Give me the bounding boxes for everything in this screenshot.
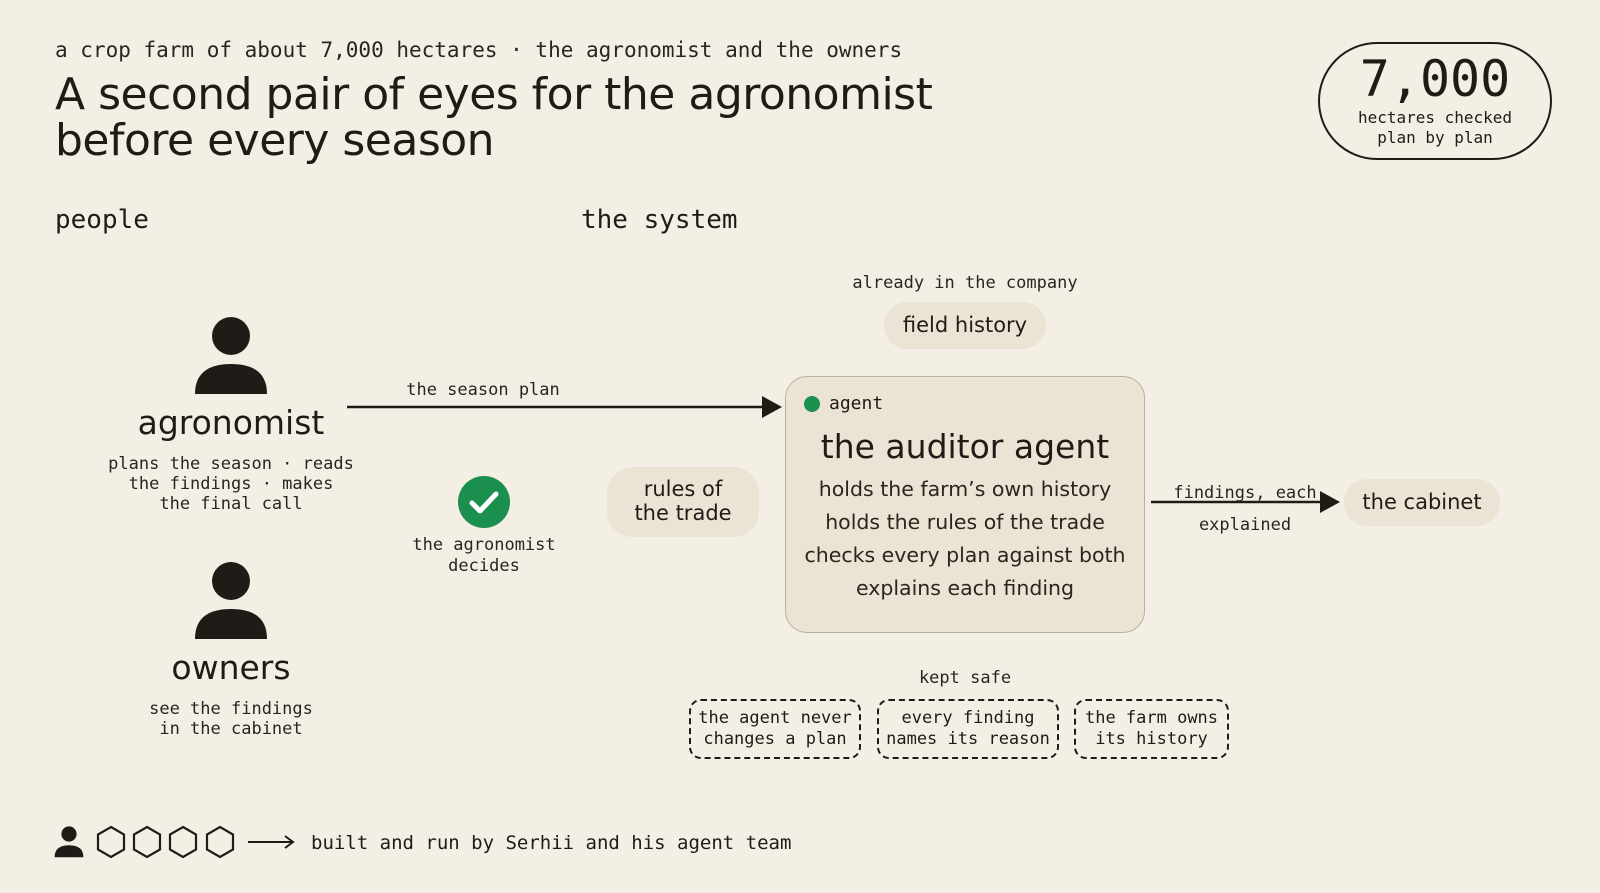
subtitle: a crop farm of about 7,000 hectares · th… [55, 38, 903, 62]
owners-desc-line: see the findings [149, 699, 313, 719]
safe-item: the farm owns its history [1074, 699, 1229, 759]
safe-item-line: the farm owns [1084, 708, 1219, 728]
agent-line: explains each finding [855, 576, 1075, 600]
badge-label: hectares checked plan by plan [1357, 108, 1513, 147]
safe-item-line: names its reason [886, 729, 1050, 749]
safe-item-line: every finding [901, 708, 1035, 728]
agent-line: checks every plan against both [804, 543, 1126, 567]
safe-item-line: changes a plan [703, 729, 847, 749]
hectares-badge: 7,000 hectares checked plan by plan [1318, 42, 1552, 160]
season-plan-arrowhead [762, 396, 782, 418]
findings-arrowhead [1320, 491, 1340, 513]
already-label: already in the company [852, 273, 1078, 293]
findings-line: findings, each [1173, 483, 1317, 503]
decision-line: decides [448, 556, 520, 576]
agronomist-description: plans the season · reads the findings · … [81, 454, 381, 514]
rules-node: rules of the trade [607, 467, 759, 537]
safe-item: every finding names its reason [877, 699, 1059, 759]
agent-line: holds the rules of the trade [825, 510, 1105, 534]
owners-label: owners [171, 648, 291, 687]
badge-number: 7,000 [1359, 50, 1511, 108]
agent-title: the auditor agent [820, 427, 1110, 466]
agent-tag-label: agent [829, 393, 884, 414]
owners-desc-line: in the cabinet [159, 719, 303, 739]
safe-item-line: the agent never [698, 708, 852, 728]
agent-description: holds the farm’s own history holds the r… [786, 473, 1144, 605]
agronomist-desc-line: the findings · makes [128, 474, 334, 494]
owners-description: see the findings in the cabinet [81, 699, 381, 739]
agent-line: holds the farm’s own history [818, 477, 1112, 501]
footer-person-icon [54, 826, 84, 858]
footer-text: built and run by Serhii and his agent te… [311, 832, 792, 854]
field-history-node: field history [884, 302, 1046, 349]
auditor-agent-node: agent the auditor agent holds the farm’s… [785, 376, 1145, 633]
decision-label: the agronomist decides [384, 535, 584, 577]
agent-tag: agent [804, 393, 883, 414]
title-line-2: before every season [55, 115, 495, 166]
findings-label: findings, each explained [1155, 477, 1335, 541]
title-line-1: A second pair of eyes for the agronomist [55, 69, 933, 120]
agronomist-desc-line: plans the season · reads [108, 454, 354, 474]
section-people: people [55, 205, 149, 235]
agronomist-label: agronomist [137, 403, 325, 442]
hexagon-icon [168, 825, 198, 859]
decision-line: the agronomist [412, 535, 556, 555]
hexagon-icon [205, 825, 235, 859]
rules-line: rules of [643, 477, 723, 501]
rules-line: the trade [634, 501, 732, 525]
arrow-right-icon [248, 835, 295, 849]
owners-person-icon [195, 562, 267, 639]
hexagon-icon [96, 825, 126, 859]
agronomist-person-icon [195, 317, 267, 394]
safe-item: the agent never changes a plan [689, 699, 861, 759]
cabinet-node: the cabinet [1344, 479, 1500, 526]
findings-line: explained [1198, 515, 1292, 535]
status-dot-icon [804, 395, 820, 412]
agronomist-desc-line: the final call [159, 494, 303, 514]
check-circle-icon [458, 476, 510, 528]
season-plan-label: the season plan [406, 380, 560, 400]
kept-safe-label: kept safe [918, 668, 1012, 688]
page-title: A second pair of eyes for the agronomist… [55, 69, 933, 166]
hexagon-icon [132, 825, 162, 859]
safe-item-line: its history [1095, 729, 1208, 749]
section-system: the system [581, 205, 738, 235]
